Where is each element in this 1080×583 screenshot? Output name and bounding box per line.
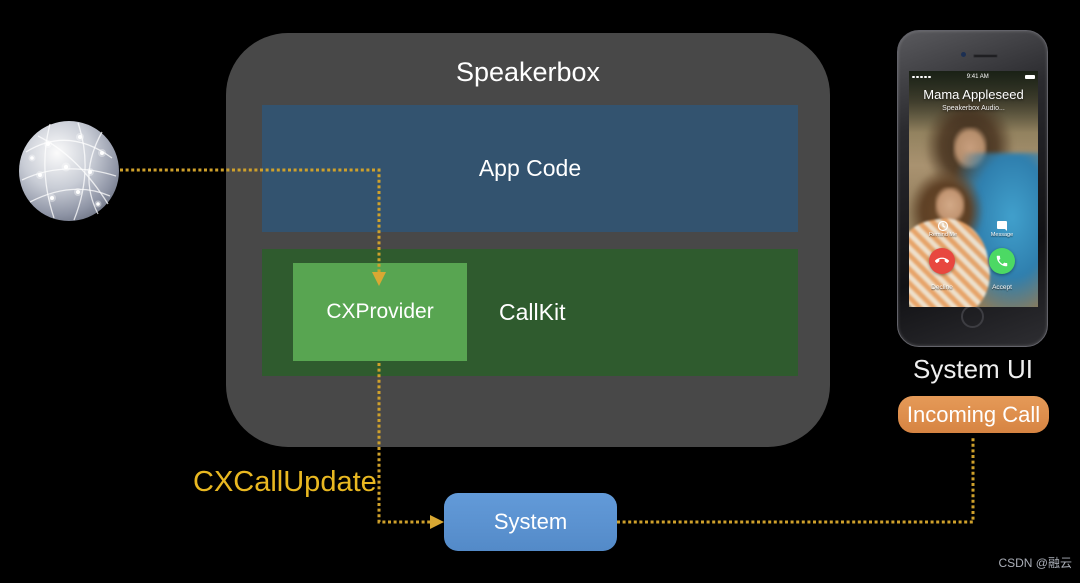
incoming-call-screen: 9:41 AM Mama Appleseed Speakerbox Audio.… [909, 71, 1038, 307]
decline-call-button[interactable] [929, 248, 955, 274]
arrow-system-to-incoming-call [617, 436, 975, 524]
clock-icon[interactable] [937, 220, 949, 232]
system-ui-title: System UI [913, 354, 1033, 384]
arrowhead-right-icon [430, 515, 444, 529]
photo-top-shade [909, 71, 1038, 133]
call-source: Speakerbox Audio... [942, 105, 1005, 112]
signal-dots-icon [912, 75, 931, 79]
phone-hangup-icon [935, 257, 949, 264]
cxcallupdate-label: CXCallUpdate [193, 466, 377, 498]
incoming-call-label: Incoming Call [906, 401, 1041, 427]
chat-bubble-icon[interactable] [996, 220, 1008, 232]
system-label: System [493, 509, 568, 534]
callkit-label: CallKit [499, 299, 566, 325]
decline-label: Decline [931, 284, 953, 291]
accept-call-button[interactable] [989, 248, 1015, 274]
status-bar: 9:41 AM [912, 73, 1035, 81]
incoming-call-badge: Incoming Call [898, 396, 1049, 433]
network-globe-icon [19, 121, 119, 221]
message-label[interactable]: Message [990, 232, 1014, 238]
system-box: System [444, 493, 617, 551]
app-code-box: App Code [262, 105, 798, 232]
remind-me-label[interactable]: Remind Me [928, 232, 958, 238]
photo-girl-face [935, 187, 965, 223]
iphone-mockup: 9:41 AM Mama Appleseed Speakerbox Audio.… [897, 30, 1048, 347]
cxprovider-label: CXProvider [326, 300, 434, 323]
caller-name: Mama Appleseed [923, 87, 1024, 102]
phone-icon [996, 255, 1008, 267]
status-time: 9:41 AM [966, 74, 989, 80]
speakerbox-app-container: Speakerbox [226, 33, 830, 447]
battery-icon [1024, 74, 1035, 80]
watermark: CSDN @融云 [998, 556, 1072, 570]
front-camera-icon [961, 52, 966, 57]
speakerbox-title: Speakerbox [455, 57, 601, 87]
accept-label: Accept [992, 284, 1012, 291]
cxprovider-box: CXProvider [293, 263, 467, 361]
app-code-label: App Code [478, 155, 582, 181]
home-button[interactable] [961, 305, 984, 328]
earpiece-speaker [973, 54, 998, 58]
